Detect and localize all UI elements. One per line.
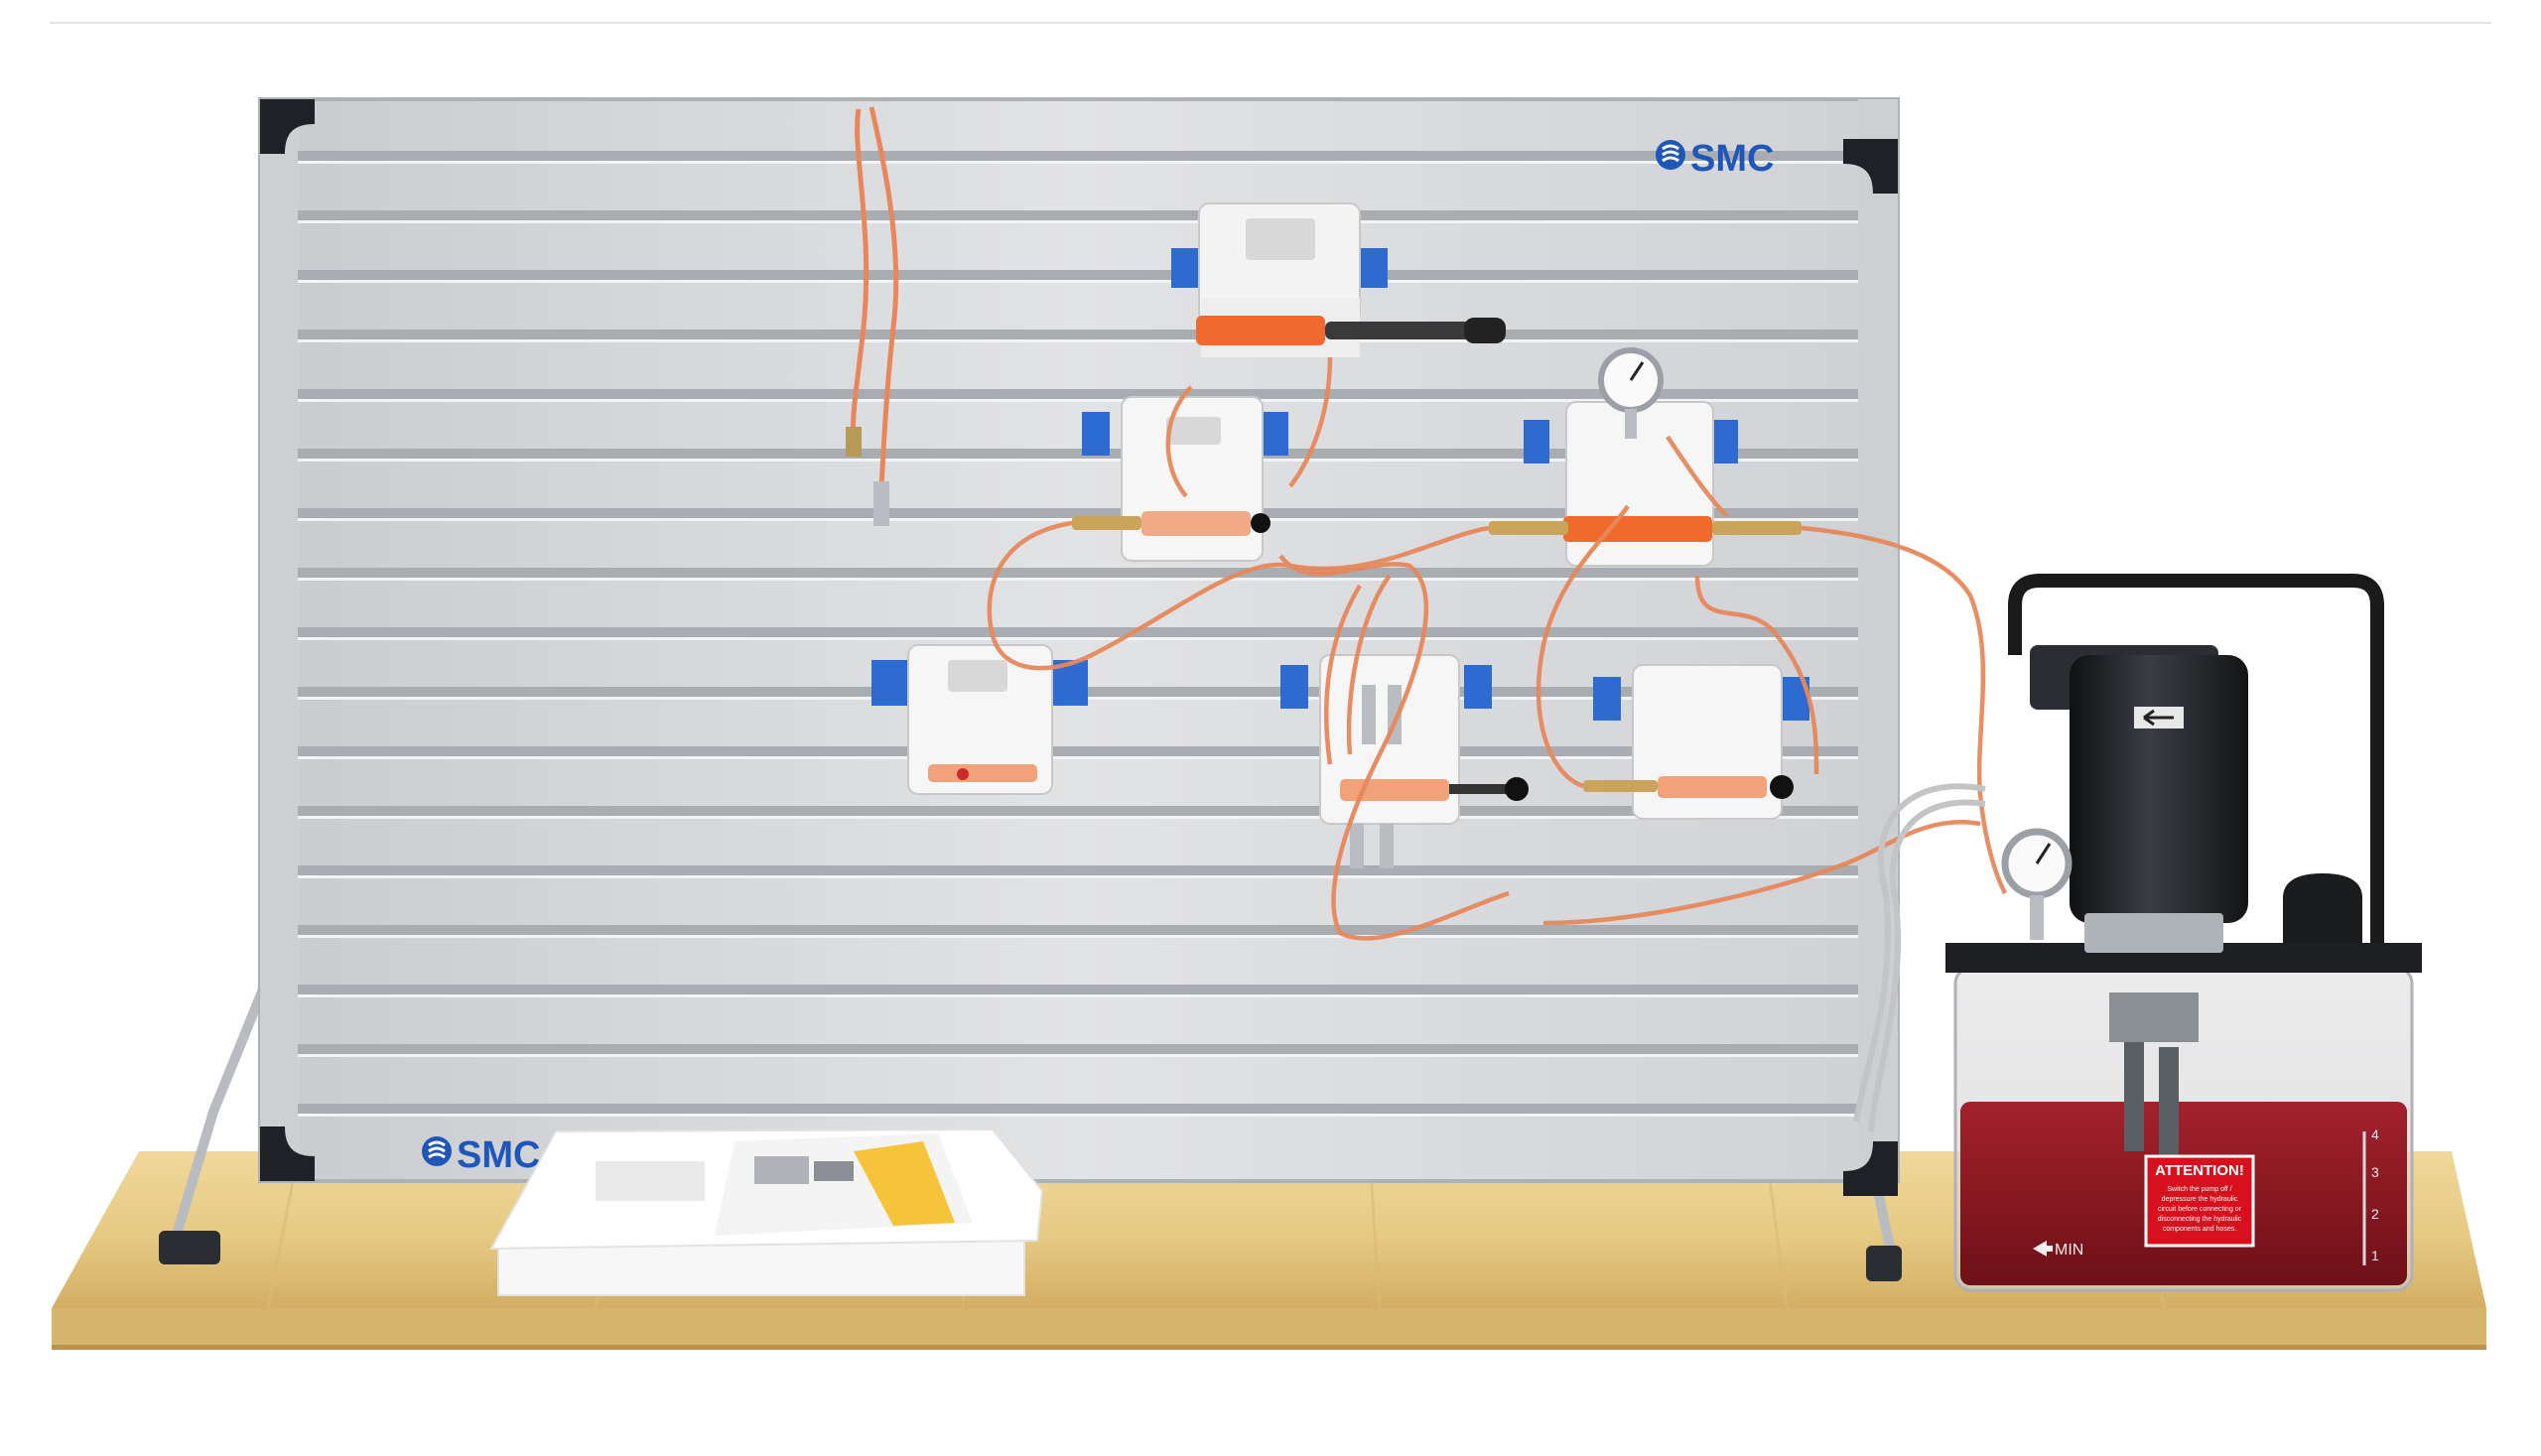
cylinder-body [1196, 316, 1325, 345]
panel-slot [298, 210, 1858, 220]
corner-top-left [260, 99, 315, 154]
panel-slot-highlight [298, 459, 1858, 462]
attention-line: depressure the hydraulic [2162, 1196, 2238, 1203]
module-valve-center [1280, 654, 1529, 868]
panel-slot-highlight [298, 816, 1858, 819]
module-valve-left [1072, 396, 1288, 562]
attention-line: Switch the pump off / [2167, 1186, 2231, 1193]
panel-slot [298, 330, 1858, 339]
tank-min-label: MIN [2055, 1242, 2083, 1258]
corner-bottom-right [1843, 1141, 1898, 1196]
panel-slot-highlight [298, 756, 1858, 759]
panel-slot [298, 449, 1858, 459]
panel-slot-highlight [298, 280, 1858, 283]
module-valve-lower-left [871, 644, 1088, 795]
module-gauge-block [1489, 347, 1802, 567]
tank-scale-mark: 3 [2371, 1164, 2379, 1180]
panel-slot-highlight [298, 875, 1858, 878]
tank-scale-mark: 4 [2371, 1126, 2379, 1142]
panel-slot [298, 806, 1858, 816]
panel-slot-highlight [298, 220, 1858, 223]
smc-logo-top: SMC [1656, 138, 1774, 180]
panel-slot [298, 508, 1858, 518]
panel-slot [298, 865, 1858, 875]
loose-hose [850, 106, 899, 487]
smc-logo-top-text: SMC [1690, 138, 1774, 180]
panel-slot-highlight [298, 637, 1858, 640]
panel-slot [298, 746, 1858, 756]
panel-slot [298, 568, 1858, 578]
tank-scale-mark: 1 [2371, 1248, 2379, 1263]
panel-slot-highlight [298, 578, 1858, 581]
attention-title: ATTENTION! [2155, 1162, 2244, 1179]
panel-slot-highlight [298, 994, 1858, 997]
corner-top-right [1843, 139, 1898, 194]
manual-stack [489, 1127, 1044, 1296]
smc-logo-bottom-text: SMC [457, 1134, 540, 1176]
panel-slot [298, 925, 1858, 935]
module-cylinder-top [1171, 202, 1506, 357]
corner-bottom-left [260, 1126, 315, 1181]
attention-line: circuit before connecting or [2158, 1206, 2242, 1213]
panel-slot [298, 270, 1858, 280]
module-valve-right [1583, 664, 1809, 820]
filler-cap [2283, 873, 2362, 943]
attention-line: components and hoses. [2163, 1226, 2236, 1233]
electric-motor [2070, 655, 2248, 923]
slotted-panel [258, 97, 1900, 1196]
left-foot [159, 1231, 220, 1264]
panel-slot [298, 627, 1858, 637]
panel-slot-highlight [298, 935, 1858, 938]
power-cables [1853, 783, 1986, 1132]
smc-logo-bottom: SMC [422, 1134, 540, 1176]
panel-slot-highlight [298, 339, 1858, 342]
hose-fitting [873, 481, 889, 526]
panel-slot [298, 1104, 1858, 1114]
panel-slot [298, 151, 1858, 161]
top-divider [50, 22, 2491, 24]
panel-slot-highlight [298, 1054, 1858, 1057]
min-arrow-icon [2033, 1241, 2053, 1257]
right-foot [1866, 1246, 1902, 1281]
hydraulic-hoses [987, 356, 2008, 941]
panel-slot-highlight [298, 1114, 1858, 1117]
panel-slot [298, 1044, 1858, 1054]
panel-slot-highlight [298, 161, 1858, 164]
hose-fitting [846, 427, 862, 457]
panel-slot [298, 985, 1858, 994]
attention-line: disconnecting the hydraulic [2158, 1216, 2242, 1223]
panel-slot [298, 389, 1858, 399]
tank-scale-mark: 2 [2371, 1206, 2379, 1222]
panel-slot-highlight [298, 399, 1858, 402]
attention-warning-label: ATTENTION! Switch the pump off / depress… [2144, 1154, 2255, 1248]
